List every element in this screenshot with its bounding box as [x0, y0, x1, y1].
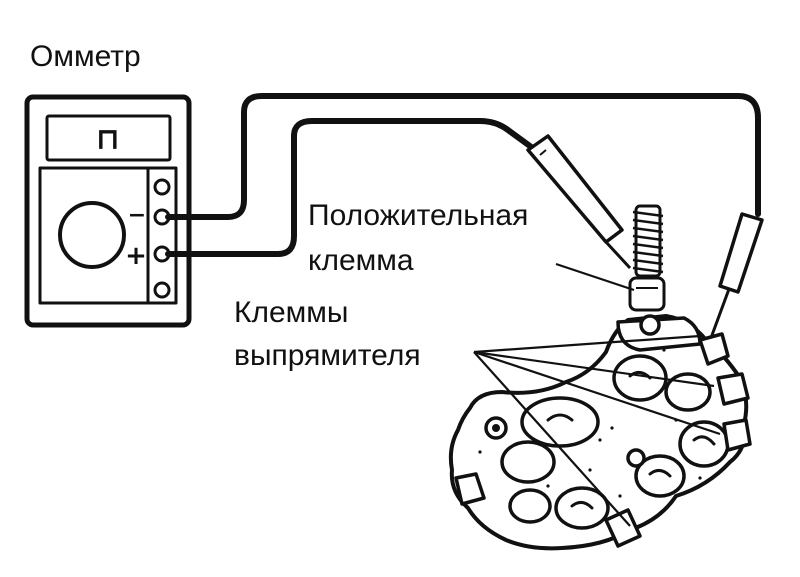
leader-rectifier-2	[473, 350, 715, 388]
leader-rectifier-4	[473, 351, 631, 527]
rectifier-terminals-label-line2: выпрямителя	[234, 339, 421, 372]
positive-terminal-label-line1: Положительная	[308, 199, 529, 232]
ohmmeter-panel	[38, 166, 150, 305]
display-symbol: ⊓	[96, 122, 120, 157]
positive-terminal-label-line2: клемма	[308, 244, 414, 277]
jack-1	[153, 178, 171, 196]
minus-sign: −	[128, 203, 146, 228]
leader-rectifier-3	[473, 350, 721, 436]
ohmmeter-body	[24, 94, 192, 328]
positive-terminal-stud[interactable]	[628, 204, 666, 312]
ohmmeter-display	[45, 114, 172, 162]
jack-4	[153, 281, 171, 299]
rectifier-terminals-label-line1: Клеммы	[234, 296, 349, 329]
test-leads	[165, 93, 761, 257]
leader-rectifier-1	[473, 334, 701, 354]
ohmmeter-label: Омметр	[30, 40, 141, 73]
callout-lines	[473, 262, 721, 527]
negative-probe[interactable]	[706, 212, 764, 347]
leader-positive-terminal	[555, 262, 635, 292]
range-dial[interactable]	[58, 201, 126, 269]
positive-lead[interactable]	[165, 118, 537, 257]
ohmmeter: ⊓ − +	[24, 94, 192, 328]
negative-lead[interactable]	[165, 93, 761, 220]
positive-probe[interactable]	[526, 134, 632, 270]
plus-sign: +	[125, 241, 147, 271]
rectifier-assembly	[448, 314, 752, 551]
rectifier-terminal-lugs[interactable]	[454, 332, 752, 548]
jack-strip	[146, 166, 178, 305]
